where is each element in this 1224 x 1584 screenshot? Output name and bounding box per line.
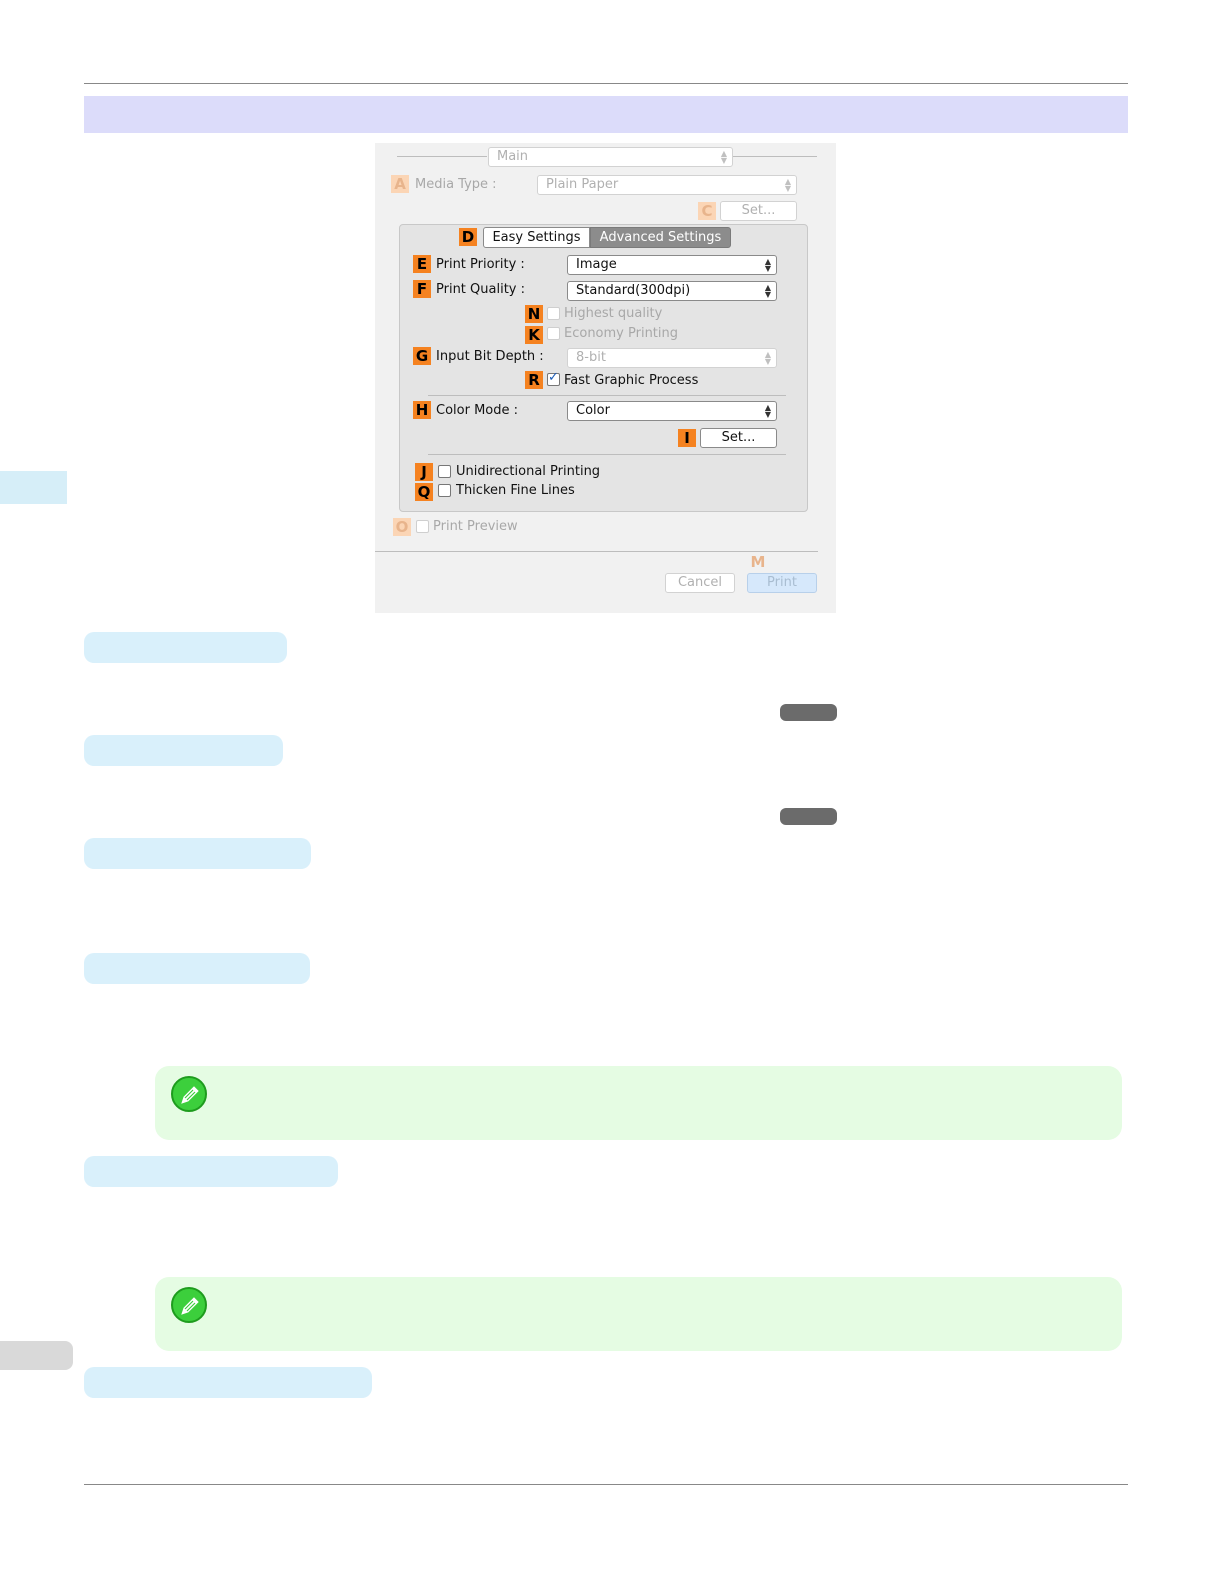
badge-f: F xyxy=(413,280,431,298)
print-dialog: Main▲▼ A Media Type : Plain Paper▲▼ C Se… xyxy=(375,143,836,613)
badge-k: K xyxy=(525,326,543,344)
section-heading-pill-4 xyxy=(84,953,310,984)
badge-n: N xyxy=(525,305,543,323)
input-bit-depth-label: Input Bit Depth : xyxy=(436,349,544,364)
pencil-note-icon xyxy=(171,1076,207,1112)
panel-divider-2 xyxy=(428,454,786,455)
badge-i: I xyxy=(678,429,696,447)
section-heading-pill-3 xyxy=(84,838,311,869)
popup-arrows-icon: ▲▼ xyxy=(720,149,727,165)
print-preview-label: Print Preview xyxy=(433,519,518,534)
note-box-1 xyxy=(155,1066,1122,1140)
panel-divider-1 xyxy=(428,395,786,396)
main-divider-right xyxy=(733,156,817,157)
unidirectional-printing-checkbox[interactable] xyxy=(438,465,451,478)
footer-divider xyxy=(375,551,818,552)
badge-h: H xyxy=(413,401,431,419)
reference-button-1[interactable] xyxy=(780,704,837,721)
note-box-2 xyxy=(155,1277,1122,1351)
badge-r: R xyxy=(525,371,543,389)
section-banner xyxy=(84,96,1128,133)
reference-button-2[interactable] xyxy=(780,808,837,825)
input-bit-depth-popup[interactable]: 8-bit▲▼ xyxy=(567,348,777,368)
popup-arrows-icon: ▲▼ xyxy=(764,403,771,419)
print-button[interactable]: Print xyxy=(747,573,817,593)
section-heading-pill-2 xyxy=(84,735,283,766)
print-priority-popup[interactable]: Image▲▼ xyxy=(567,255,777,275)
badge-g: G xyxy=(413,347,431,365)
print-quality-popup[interactable]: Standard(300dpi)▲▼ xyxy=(567,281,777,301)
badge-a: A xyxy=(391,175,409,193)
media-set-button[interactable]: Set... xyxy=(720,201,797,221)
badge-q: Q xyxy=(415,483,433,501)
popup-arrows-icon: ▲▼ xyxy=(764,283,771,299)
badge-j: J xyxy=(415,463,433,481)
popup-arrows-icon: ▲▼ xyxy=(764,350,771,366)
badge-c: C xyxy=(698,202,716,220)
media-type-popup[interactable]: Plain Paper▲▼ xyxy=(537,175,797,195)
color-set-button[interactable]: Set... xyxy=(700,428,777,448)
section-heading-pill-5 xyxy=(84,1156,338,1187)
unidirectional-printing-label: Unidirectional Printing xyxy=(456,464,601,479)
highest-quality-label: Highest quality xyxy=(564,306,663,321)
thicken-fine-lines-label: Thicken Fine Lines xyxy=(456,483,575,498)
fast-graphic-process-label: Fast Graphic Process xyxy=(564,373,699,388)
main-popup[interactable]: Main▲▼ xyxy=(488,147,733,167)
chapter-side-tab xyxy=(0,471,67,504)
tab-easy-settings[interactable]: Easy Settings xyxy=(483,227,590,248)
pencil-note-icon xyxy=(171,1287,207,1323)
color-mode-popup[interactable]: Color▲▼ xyxy=(567,401,777,421)
bottom-rule xyxy=(84,1484,1128,1485)
badge-d: D xyxy=(459,228,477,246)
print-preview-checkbox[interactable] xyxy=(416,520,429,533)
media-type-label: Media Type : xyxy=(415,177,497,192)
print-priority-label: Print Priority : xyxy=(436,257,525,272)
badge-m: M xyxy=(750,553,766,571)
section-heading-pill-1 xyxy=(84,632,287,663)
main-divider-left xyxy=(397,156,487,157)
tab-advanced-settings[interactable]: Advanced Settings xyxy=(590,227,731,248)
section-heading-pill-6 xyxy=(84,1367,372,1398)
fast-graphic-process-checkbox[interactable] xyxy=(547,370,560,386)
thicken-fine-lines-checkbox[interactable] xyxy=(438,484,451,497)
economy-printing-label: Economy Printing xyxy=(564,326,679,341)
economy-printing-checkbox[interactable] xyxy=(547,327,560,340)
popup-arrows-icon: ▲▼ xyxy=(764,257,771,273)
top-rule xyxy=(84,83,1128,84)
page-side-tab xyxy=(0,1341,73,1370)
badge-o: O xyxy=(393,518,411,536)
highest-quality-checkbox[interactable] xyxy=(547,307,560,320)
print-quality-label: Print Quality : xyxy=(436,282,526,297)
cancel-button[interactable]: Cancel xyxy=(665,573,735,593)
badge-e: E xyxy=(413,255,431,273)
color-mode-label: Color Mode : xyxy=(436,403,519,418)
popup-arrows-icon: ▲▼ xyxy=(784,177,791,193)
